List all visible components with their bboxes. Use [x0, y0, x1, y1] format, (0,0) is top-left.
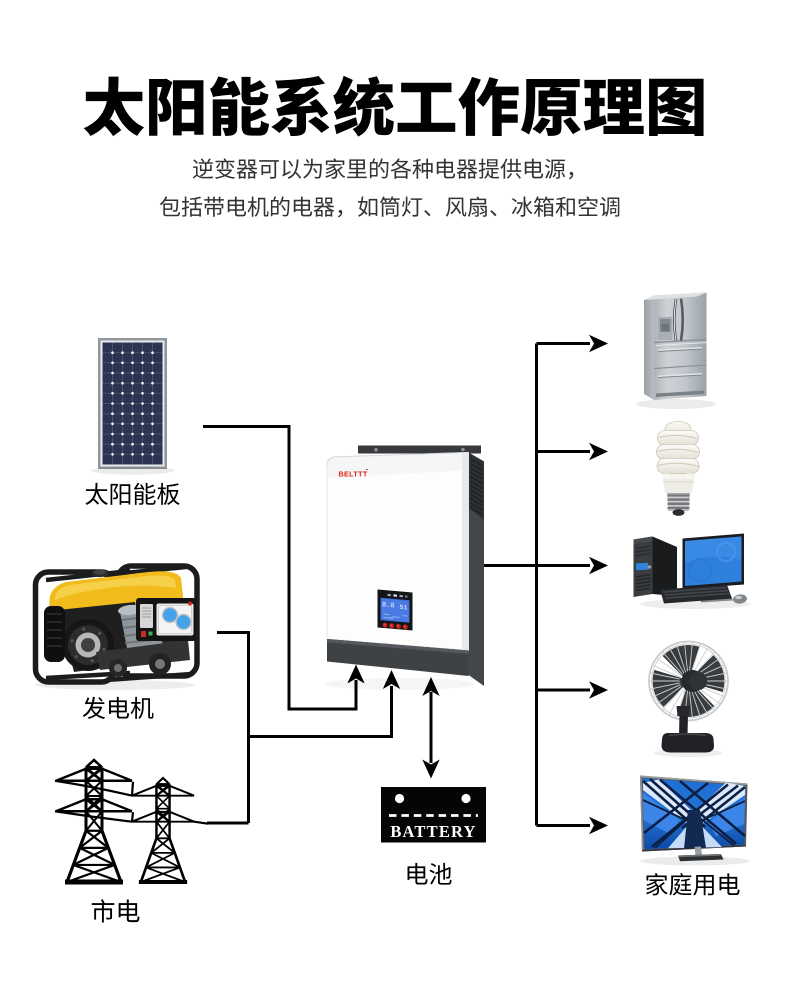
svg-text:BATTERY: BATTERY [390, 822, 476, 841]
svg-text:8.8: 8.8 [382, 601, 395, 610]
svg-text:51: 51 [400, 603, 408, 612]
svg-text:BELTTT: BELTTT [339, 470, 368, 479]
